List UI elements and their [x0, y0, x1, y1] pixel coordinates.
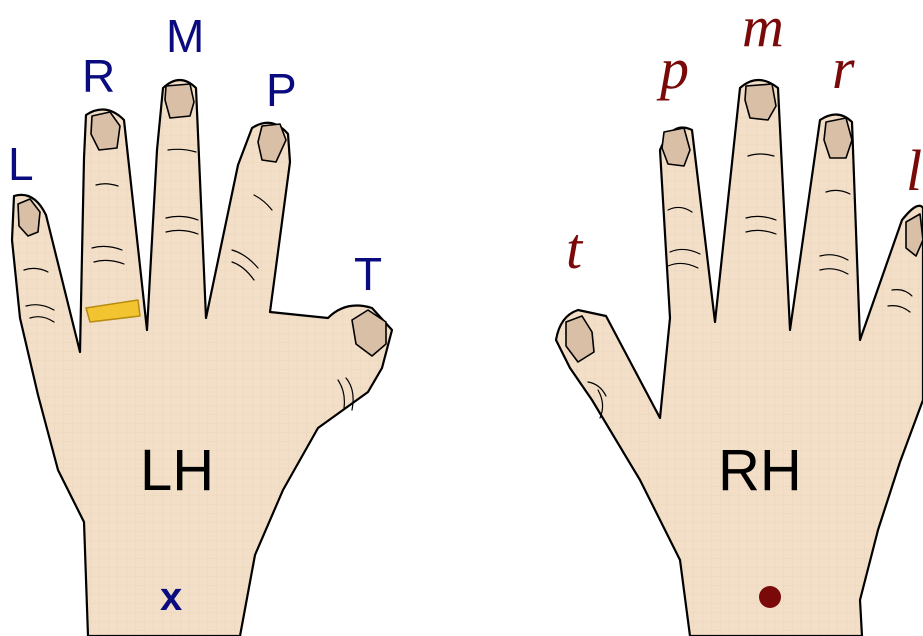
left-hand-outline [12, 80, 392, 636]
right-hand-name: RH [718, 438, 802, 503]
left-thumb-label: T [354, 248, 382, 300]
right-middle-nail [745, 84, 776, 120]
left-index-label: P [266, 64, 297, 116]
right-middle-label: m [742, 0, 784, 59]
left-hand-mark: x [160, 575, 182, 619]
left-little-label: L [8, 138, 34, 190]
right-thumb-label: t [566, 216, 584, 281]
right-hand: t p m r l RH [556, 0, 923, 636]
left-middle-label: M [166, 10, 204, 62]
right-little-label: l [906, 138, 922, 203]
right-ring-label: r [832, 36, 855, 101]
left-middle-nail [165, 84, 194, 118]
right-index-nail [662, 128, 690, 166]
right-index-label: p [656, 36, 689, 101]
right-ring-nail [824, 118, 852, 158]
left-ring-label: R [82, 50, 115, 102]
left-hand-name: LH [140, 438, 214, 503]
right-hand-dot-mark [759, 586, 781, 608]
left-hand: L R M P T LH x [8, 10, 392, 636]
right-hand-outline [556, 80, 923, 636]
